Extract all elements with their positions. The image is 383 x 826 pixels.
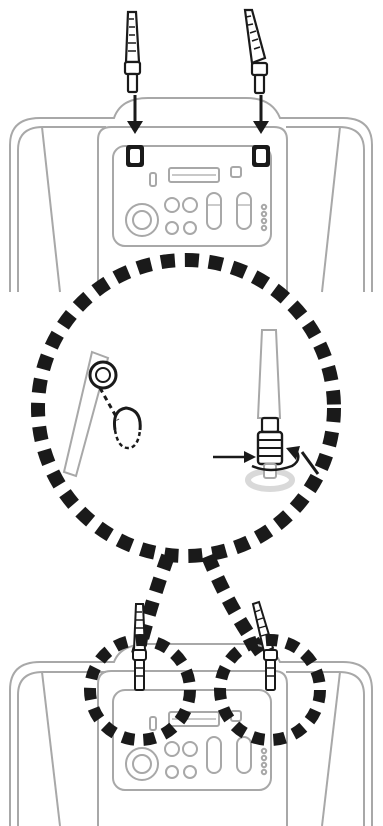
bottom-panel [9,600,373,826]
highlight-circle-left [84,634,196,746]
magnifier-leader-lines [131,553,268,659]
antenna-icon [245,329,295,492]
speaker-housing-top [9,97,373,293]
control-panel-bottom [112,689,272,791]
rotate-arrow-icon [251,446,320,475]
bnc-connector-icon [252,145,270,167]
antenna-icon [123,10,142,94]
control-panel-top [112,145,272,247]
antenna-icon [62,350,142,478]
detail-magnifier [31,253,341,563]
speaker-housing-bottom [9,643,373,826]
arrow-right-icon [213,451,256,463]
antenna-icon [243,8,269,95]
arrow-down-icon [253,95,269,134]
antenna-icon [132,603,147,691]
arrow-down-icon [127,95,143,134]
highlight-circle-right [214,634,326,746]
bnc-connector-icon [126,145,144,167]
top-panel [9,8,373,293]
